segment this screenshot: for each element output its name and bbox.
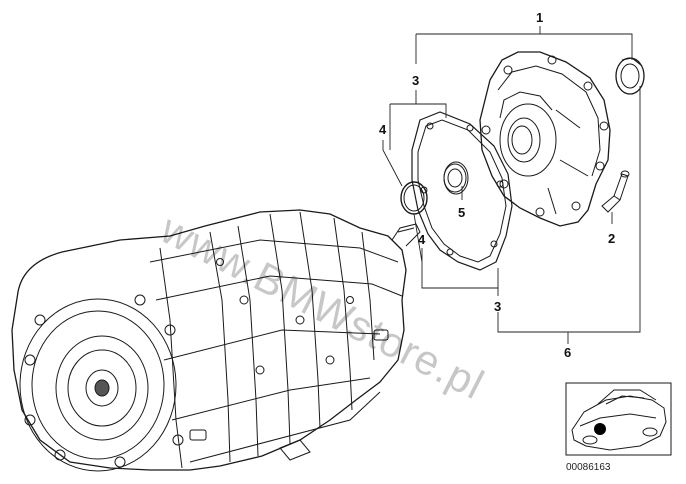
document-id: 00086163 <box>566 462 611 473</box>
callout-4-top: 4 <box>379 122 387 137</box>
callout-6: 6 <box>564 345 571 360</box>
location-marker-icon <box>594 423 606 435</box>
bolt-part-2 <box>601 170 630 213</box>
callout-5: 5 <box>458 205 465 220</box>
gasket-part-3 <box>411 111 513 271</box>
callout-1: 1 <box>536 10 543 25</box>
transmission-assembly <box>11 209 421 472</box>
callout-2: 2 <box>608 231 615 246</box>
callout-3-top: 3 <box>412 73 419 88</box>
vehicle-locator-thumbnail <box>565 382 672 456</box>
pump-cover-part-1 <box>479 51 611 227</box>
leader-lines <box>382 26 641 344</box>
callout-4-bottom: 4 <box>418 232 426 247</box>
seal-ring-part-5 <box>443 163 467 193</box>
callout-3-bottom: 3 <box>494 299 501 314</box>
o-ring-part-4 <box>400 181 428 215</box>
